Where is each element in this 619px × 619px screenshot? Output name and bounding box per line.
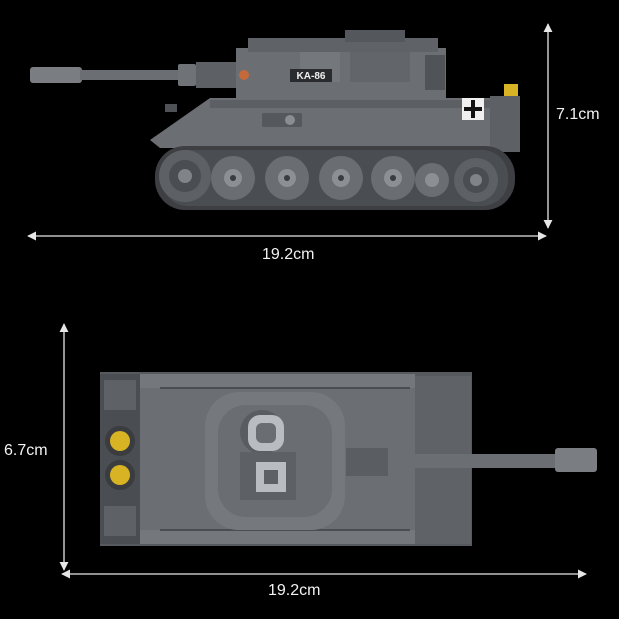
- top-height-label: 6.7cm: [4, 442, 48, 459]
- side-width-label: 19.2cm: [262, 246, 315, 263]
- side-view-tank: KA-86: [30, 30, 520, 210]
- top-width-label: 19.2cm: [268, 582, 321, 599]
- side-height-label: 7.1cm: [556, 106, 600, 123]
- turret-marking: KA-86: [297, 71, 326, 82]
- top-view-tank: [100, 372, 597, 546]
- cross-emblem: [462, 98, 484, 120]
